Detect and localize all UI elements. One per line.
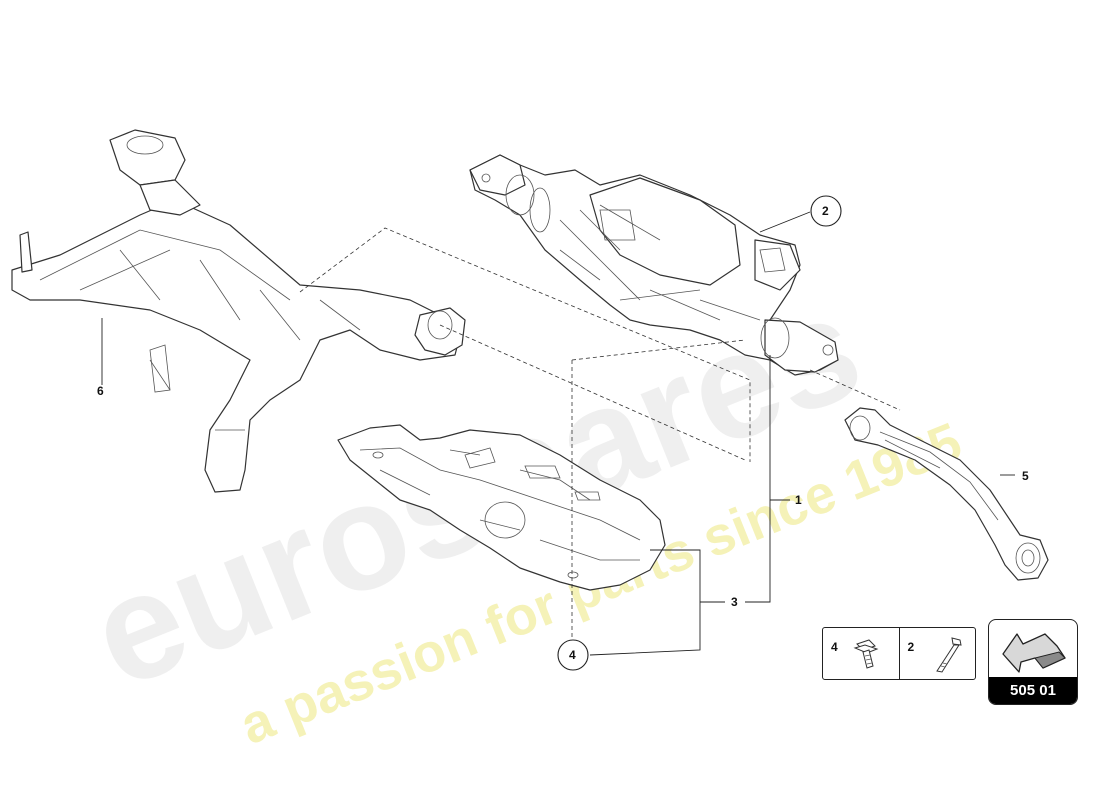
control-arm-part[interactable] — [844, 407, 1049, 581]
reference-box[interactable]: 505 01 — [988, 619, 1078, 705]
callout-5-label: 5 — [1022, 469, 1029, 483]
callout-1[interactable]: 1 — [795, 493, 802, 507]
callout-4-label: 4 — [569, 648, 576, 662]
hardware-legend: 4 2 — [822, 627, 976, 680]
hardware-legend-item[interactable]: 2 — [898, 628, 976, 681]
section-arrow-icon — [999, 628, 1069, 679]
hardware-item-label: 2 — [907, 640, 915, 654]
reference-code: 505 01 — [989, 677, 1077, 704]
hardware-legend-item[interactable]: 4 — [823, 628, 899, 679]
rear-axle-drive-part[interactable] — [469, 154, 839, 376]
callout-1-label: 1 — [795, 493, 802, 507]
callout-2[interactable]: 2 — [810, 195, 842, 227]
heat-shield-part[interactable] — [337, 424, 666, 591]
assembly-lines — [299, 227, 901, 645]
callout-6[interactable]: 6 — [97, 384, 104, 398]
callout-2-label: 2 — [822, 204, 829, 218]
flange-bolt-icon — [851, 636, 881, 677]
subframe-part[interactable] — [11, 129, 466, 493]
callout-6-label: 6 — [97, 384, 104, 398]
long-bolt-icon — [928, 636, 968, 681]
callout-4[interactable]: 4 — [557, 639, 589, 671]
callout-3[interactable]: 3 — [731, 595, 738, 609]
callout-3-label: 3 — [731, 595, 738, 609]
hardware-item-label: 4 — [831, 640, 838, 654]
leader-lines — [101, 211, 1015, 656]
callout-5[interactable]: 5 — [1022, 469, 1029, 483]
